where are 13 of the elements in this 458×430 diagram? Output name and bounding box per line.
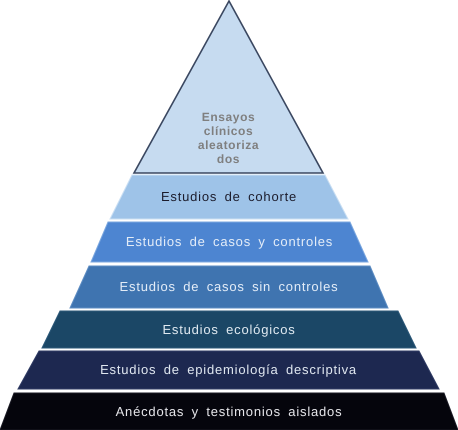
- tier-label: Estudios de casos sin controles: [120, 280, 338, 293]
- tier-label: Anécdotas y testimonios aislados: [116, 404, 342, 418]
- tier-label: Estudios de epidemiología descriptiva: [100, 363, 357, 376]
- pyramid-tier: [18, 351, 439, 389]
- pyramid-apex: [134, 1, 323, 173]
- apex-label: Ensayos clínicos aleatorizados: [196, 110, 260, 166]
- pyramid-tier: [91, 222, 368, 262]
- tier-label: Estudios de casos y controles: [126, 235, 334, 248]
- tier-label: Estudios de cohorte: [160, 190, 298, 203]
- pyramid-tier: [42, 311, 416, 348]
- tier-label: Estudios ecológicos: [162, 322, 296, 336]
- pyramid-tier: [70, 266, 388, 308]
- pyramid-tier: [0, 393, 458, 430]
